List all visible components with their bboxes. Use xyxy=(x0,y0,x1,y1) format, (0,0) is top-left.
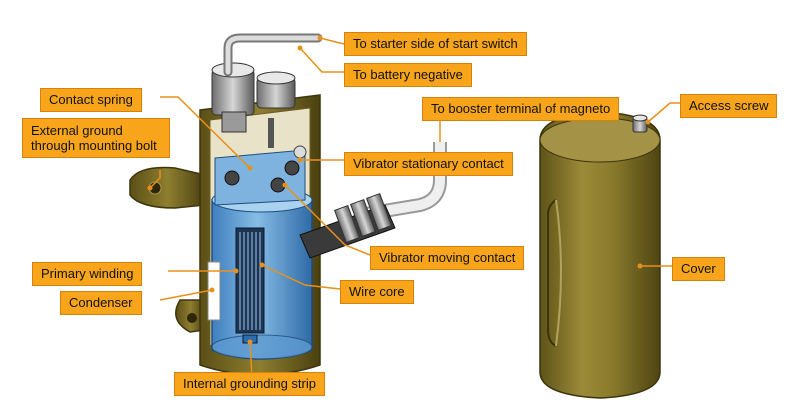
label-vibrator-moving: Vibrator moving contact xyxy=(370,246,525,270)
leader-lines xyxy=(149,37,680,379)
vibrator-housing xyxy=(199,94,321,376)
label-internal-grounding: Internal grounding strip xyxy=(174,372,325,396)
label-booster-terminal: To booster terminal of magneto xyxy=(422,97,620,121)
booster-cable xyxy=(299,142,447,259)
label-access-screw: Access screw xyxy=(680,94,778,118)
label-wire-core: Wire core xyxy=(340,280,414,304)
terminal-posts xyxy=(211,62,296,133)
label-vibrator-stationary: Vibrator stationary contact xyxy=(344,152,513,176)
label-battery-negative: To battery negative xyxy=(344,63,472,87)
label-external-ground: External ground through mounting bolt xyxy=(22,118,170,158)
label-contact-spring: Contact spring xyxy=(40,88,142,112)
leader-dots xyxy=(147,35,651,345)
cover-drawing xyxy=(539,111,661,399)
label-cover: Cover xyxy=(672,257,725,281)
label-primary-winding: Primary winding xyxy=(32,262,143,286)
label-condenser: Condenser xyxy=(60,291,142,315)
label-starter-side: To starter side of start switch xyxy=(344,32,527,56)
